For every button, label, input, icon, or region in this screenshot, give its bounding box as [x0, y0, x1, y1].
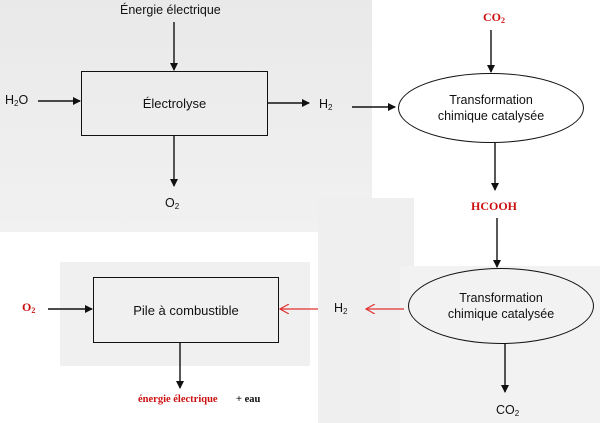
scan-background-top: [0, 0, 372, 232]
h2-top-h: H: [319, 97, 329, 111]
node-transformation-1-line1: Transformation: [449, 93, 533, 107]
label-hcooh: HCOOH: [471, 199, 518, 213]
node-transformation-1: Transformation chimique catalysée: [398, 73, 584, 143]
h2o-h: H: [5, 93, 15, 107]
label-h2o: H2O: [5, 93, 28, 108]
label-eau: + eau: [236, 394, 261, 405]
label-h2-top: H2: [319, 97, 332, 112]
node-pile-label: Pile à combustible: [133, 302, 239, 318]
label-co2-bottom: CO2: [496, 403, 519, 418]
label-h2-middle: H2: [334, 301, 347, 316]
label-o2-left: O2: [22, 300, 35, 315]
scan-background-left: [60, 262, 310, 366]
h2-top-sub: 2: [328, 103, 333, 112]
node-transformation-2-line1: Transformation: [459, 291, 543, 305]
label-energie-electrique-bottom: énergie électrique: [138, 394, 218, 405]
node-transformation-1-line2: chimique catalysée: [437, 109, 545, 123]
co2-top-co: CO: [483, 10, 501, 24]
h2-middle-sub: 2: [343, 307, 348, 316]
label-o2-bottom: O2: [165, 196, 179, 211]
h2-middle-h: H: [334, 301, 344, 315]
co2-bottom-co: CO: [496, 403, 515, 417]
label-co2-top: CO2: [483, 10, 505, 25]
node-electrolyse-label: Électrolyse: [142, 96, 207, 111]
node-transformation-2: Transformation chimique catalysée: [408, 268, 594, 344]
h2o-o: O: [18, 93, 29, 107]
o2-left-o: O: [22, 300, 32, 314]
node-pile-a-combustible: Pile à combustible: [93, 277, 279, 343]
label-energie-electrique-top: Énergie électrique: [120, 3, 221, 17]
co2-top-sub: 2: [501, 16, 505, 25]
node-electrolyse: Électrolyse: [81, 71, 268, 136]
h2o-sub: 2: [14, 99, 19, 108]
node-transformation-1-text: Transformation chimique catalysée: [438, 92, 544, 124]
node-transformation-2-line2: chimique catalysée: [447, 307, 555, 321]
o2-bottom-o: O: [165, 196, 175, 210]
node-transformation-2-text: Transformation chimique catalysée: [448, 290, 554, 322]
o2-bottom-sub: 2: [174, 202, 180, 211]
co2-bottom-sub: 2: [514, 409, 520, 418]
o2-left-sub: 2: [31, 306, 36, 315]
